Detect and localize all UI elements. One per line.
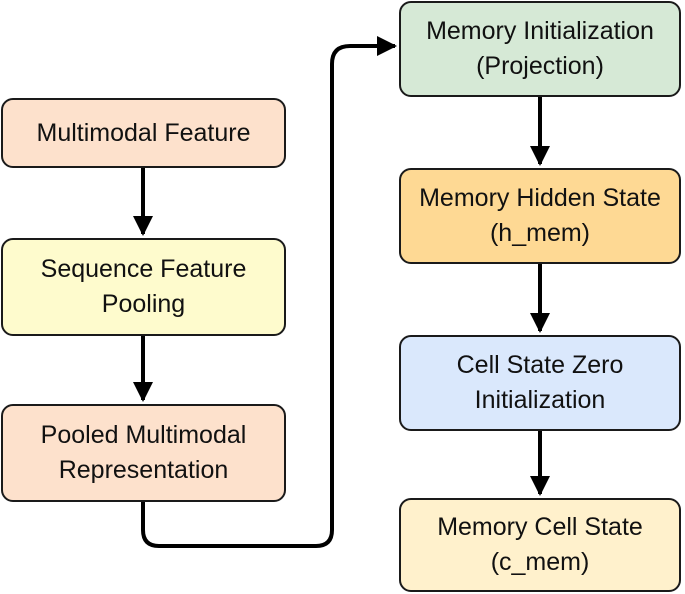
memory-cell-state-label: Memory Cell State (c_mem)	[437, 513, 643, 576]
multimodal-feature-node: Multimodal Feature	[1, 98, 286, 168]
sequence-feature-pooling-label: Sequence Feature Pooling	[40, 255, 247, 318]
arrow-representation-to-memory-init	[141, 36, 397, 548]
memory-hidden-state-label: Memory Hidden State (h_mem)	[419, 184, 661, 247]
pooled-multimodal-representation-node: Pooled Multimodal Representation	[1, 404, 286, 502]
memory-cell-state-node: Memory Cell State (c_mem)	[399, 498, 681, 592]
memory-hidden-state-node: Memory Hidden State (h_mem)	[399, 168, 681, 264]
memory-initialization-node: Memory Initialization (Projection)	[399, 1, 681, 97]
multimodal-feature-label: Multimodal Feature	[36, 118, 251, 147]
cell-state-zero-initialization-label: Cell State Zero Initialization	[456, 351, 624, 414]
memory-initialization-label: Memory Initialization (Projection)	[426, 17, 654, 80]
pooled-multimodal-representation-label: Pooled Multimodal Representation	[40, 421, 247, 484]
cell-state-zero-initialization-node: Cell State Zero Initialization	[399, 335, 681, 431]
sequence-feature-pooling-node: Sequence Feature Pooling	[1, 238, 286, 336]
